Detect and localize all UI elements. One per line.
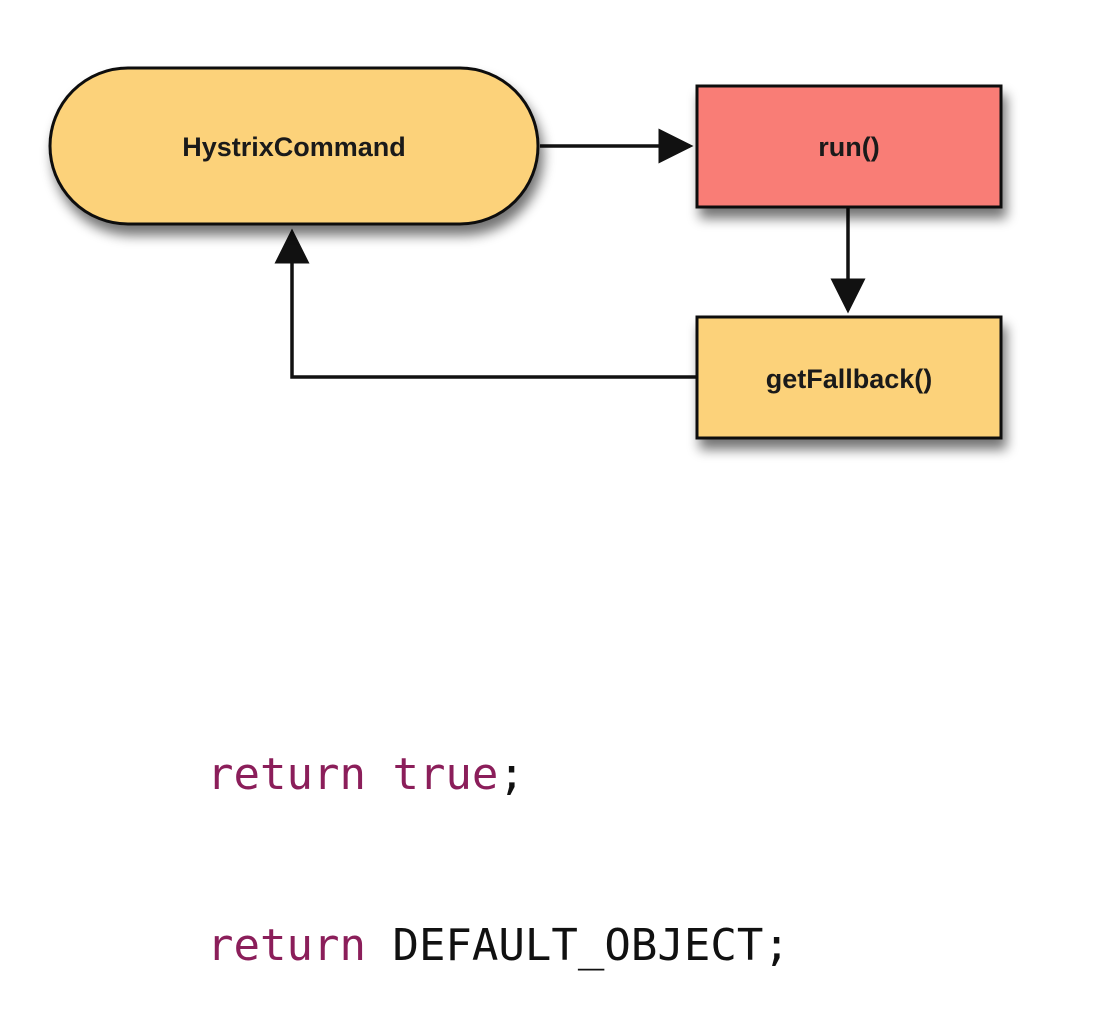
code-snippet: return true; return DEFAULT_OBJECT; <box>207 632 790 1031</box>
node-get-fallback: getFallback() <box>695 315 1003 440</box>
edge-fallback-to-command <box>274 228 697 379</box>
hystrix-command-label: HystrixCommand <box>182 132 406 162</box>
code-terminator: ; <box>763 920 790 971</box>
code-terminator: ; <box>498 749 525 800</box>
get-fallback-shape <box>695 315 1003 440</box>
code-keyword: return <box>207 749 366 800</box>
node-hystrix-command: HystrixCommand <box>48 66 540 226</box>
get-fallback-label: getFallback() <box>766 364 933 394</box>
hystrix-command-shape <box>48 66 540 226</box>
run-shape <box>695 84 1003 209</box>
node-run: run() <box>695 84 1003 209</box>
code-line-return-true: return true; <box>207 746 790 803</box>
code-line-return-default-object: return DEFAULT_OBJECT; <box>207 917 790 974</box>
code-keyword: return <box>207 920 366 971</box>
code-value: DEFAULT_OBJECT <box>392 920 764 971</box>
code-value: true <box>392 749 499 800</box>
run-label: run() <box>818 132 879 162</box>
flow-diagram: HystrixCommand run() getFallback() <box>48 66 1003 440</box>
